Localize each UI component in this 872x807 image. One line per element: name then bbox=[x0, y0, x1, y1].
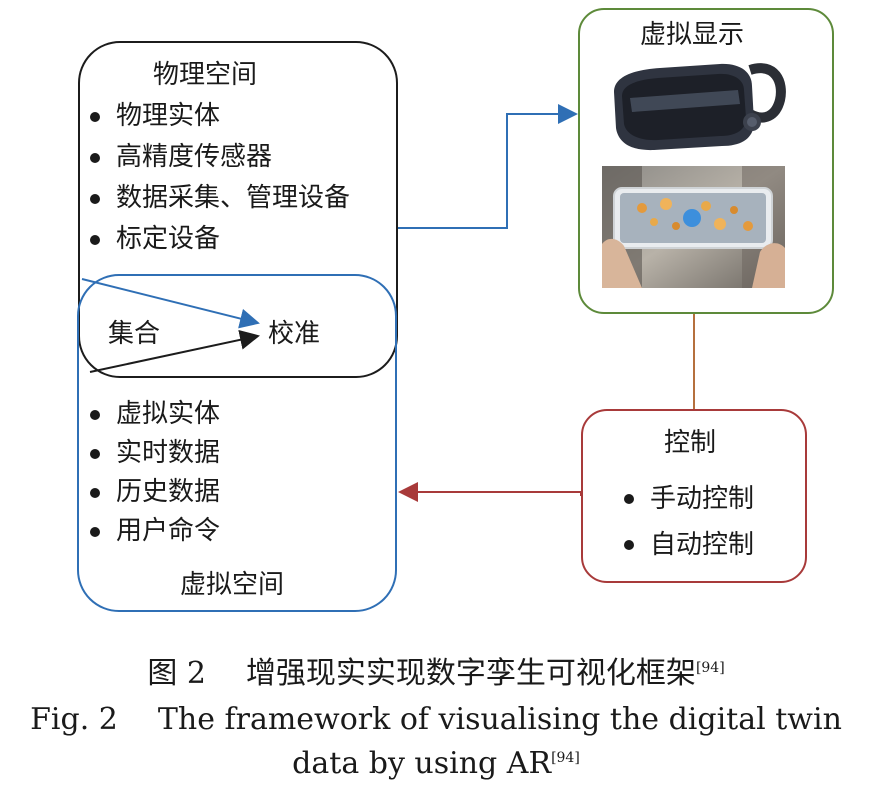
bullet-icon bbox=[90, 527, 100, 537]
bullet-icon bbox=[90, 488, 100, 498]
figure-caption-en-line2: data by using AR[94] bbox=[0, 746, 872, 781]
virtual-space-box bbox=[77, 274, 397, 612]
caption-en-text-2: data by using AR bbox=[292, 746, 552, 781]
list-item: 历史数据 bbox=[88, 473, 220, 512]
bullet-icon bbox=[624, 540, 634, 550]
list-item: 实时数据 bbox=[88, 434, 220, 473]
caption-cn-text: 增强现实实现数字孪生可视化框架 bbox=[245, 656, 696, 691]
caption-en-label: Fig. 2 bbox=[30, 702, 118, 737]
bullet-icon bbox=[90, 194, 100, 204]
list-item: 用户命令 bbox=[88, 512, 220, 551]
figure-caption-cn: 图 2 增强现实实现数字孪生可视化框架[94] bbox=[0, 648, 872, 692]
virtual-display-title: 虚拟显示 bbox=[640, 20, 745, 50]
control-list: 手动控制 自动控制 bbox=[622, 476, 754, 568]
bullet-icon bbox=[90, 112, 100, 122]
virtual-space-title: 虚拟空间 bbox=[180, 570, 285, 600]
caption-en-ref: [94] bbox=[551, 750, 580, 766]
bullet-icon bbox=[90, 410, 100, 420]
arrow-physical-to-display bbox=[398, 104, 578, 229]
ar-phone-icon bbox=[602, 166, 785, 288]
list-item: 虚拟实体 bbox=[88, 395, 220, 434]
list-item: 物理实体 bbox=[88, 96, 350, 137]
bullet-icon bbox=[90, 449, 100, 459]
list-item: 数据采集、管理设备 bbox=[88, 178, 350, 219]
control-box bbox=[581, 409, 807, 583]
virtual-display-box bbox=[578, 8, 834, 314]
integration-label: 集合 bbox=[108, 319, 161, 349]
list-item: 手动控制 bbox=[622, 476, 754, 522]
caption-cn-ref: [94] bbox=[695, 660, 725, 676]
figure-caption-en-line1: Fig. 2 The framework of visualising the d… bbox=[0, 702, 872, 737]
bullet-icon bbox=[90, 235, 100, 245]
physical-space-list: 物理实体 高精度传感器 数据采集、管理设备 标定设备 bbox=[88, 96, 350, 260]
arrow-control-to-virtual bbox=[398, 482, 582, 502]
caption-en-text-1: The framework of visualising the digital… bbox=[157, 702, 842, 737]
list-item: 高精度传感器 bbox=[88, 137, 350, 178]
list-item: 标定设备 bbox=[88, 219, 350, 260]
physical-space-box bbox=[78, 41, 398, 378]
control-title: 控制 bbox=[664, 428, 717, 458]
physical-space-title: 物理空间 bbox=[153, 60, 258, 90]
calibration-label: 校准 bbox=[268, 319, 321, 349]
vr-headset-icon bbox=[600, 52, 786, 156]
bullet-icon bbox=[90, 153, 100, 163]
bullet-icon bbox=[624, 494, 634, 504]
caption-cn-label: 图 2 bbox=[147, 656, 206, 691]
virtual-space-list: 虚拟实体 实时数据 历史数据 用户命令 bbox=[88, 395, 220, 551]
list-item: 自动控制 bbox=[622, 522, 754, 568]
